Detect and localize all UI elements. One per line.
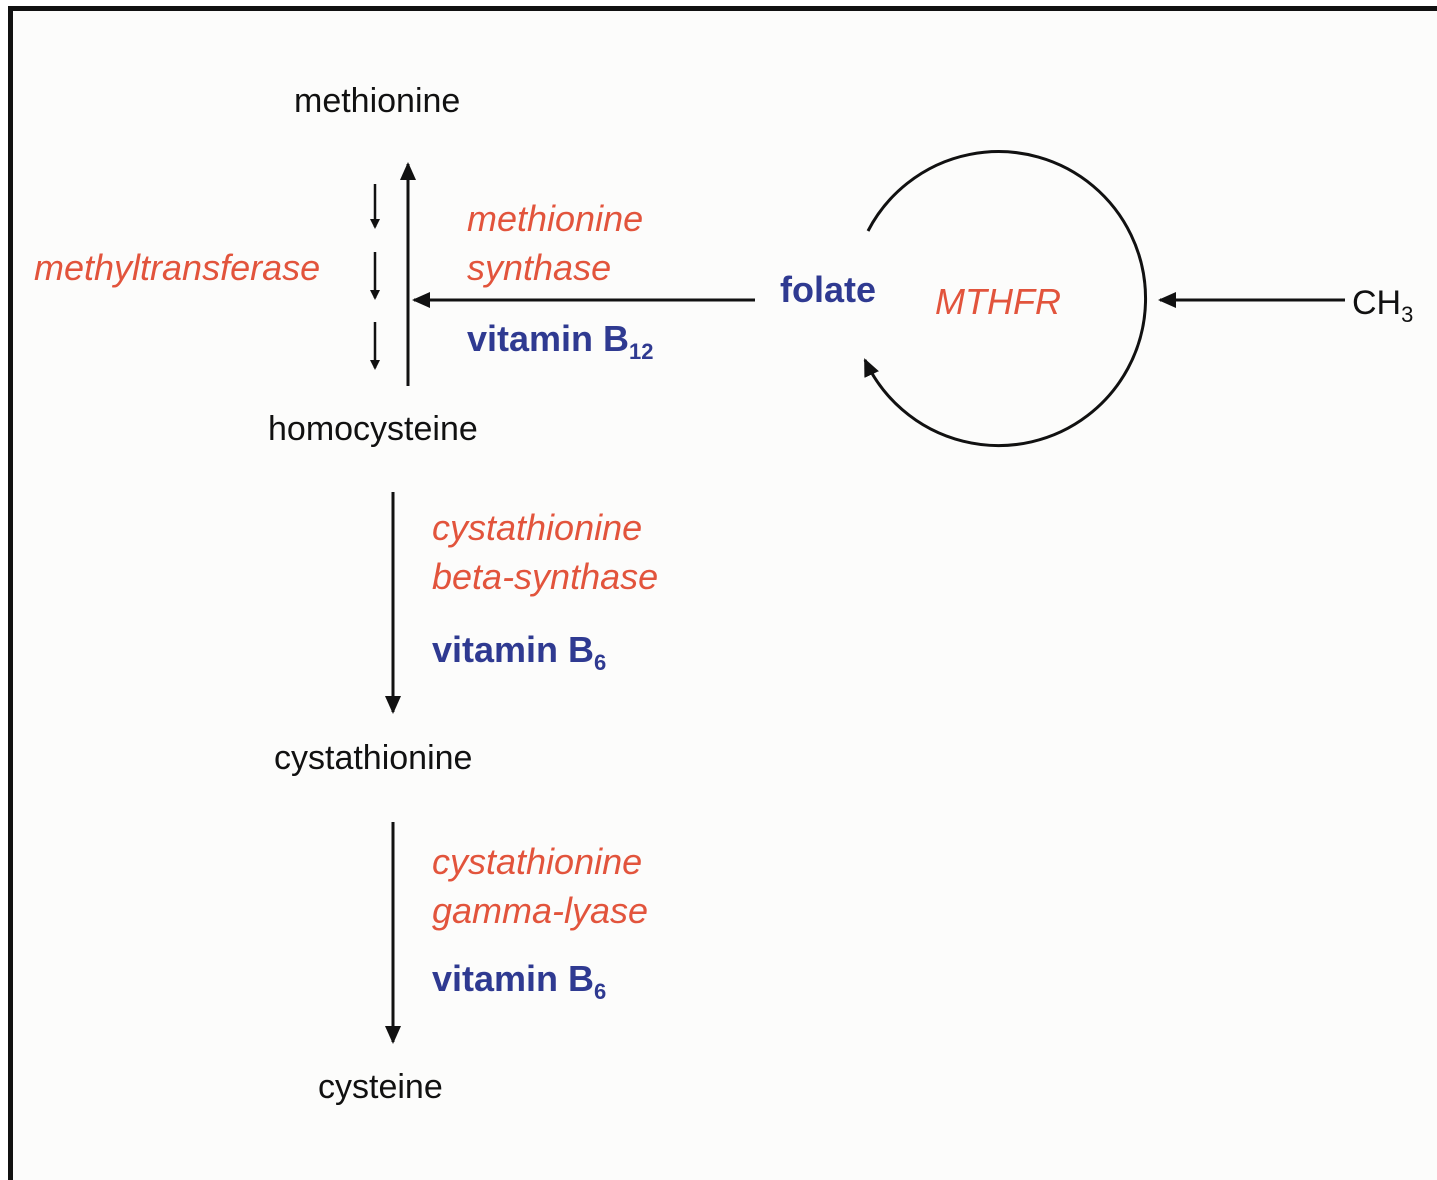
- vitamin-b6-cbs-label: vitamin B6: [432, 629, 607, 675]
- mthfr-cycle-arc: [863, 150, 1148, 448]
- diagram-frame: [8, 6, 1437, 1180]
- cbs-label-line2: beta-synthase: [432, 556, 659, 597]
- methyl-group-label: CH3: [1352, 284, 1414, 327]
- homocysteine-label: homocysteine: [268, 410, 478, 448]
- cbs-label-line1: cystathionine: [432, 507, 643, 548]
- mthfr-label: MTHFR: [935, 281, 1061, 322]
- cgl-label-line1: cystathionine: [432, 841, 643, 882]
- cgl-label-line2: gamma-lyase: [432, 890, 649, 931]
- cystathionine-label: cystathionine: [274, 739, 473, 777]
- methionine-synthase-label-line2: synthase: [467, 247, 612, 288]
- vitamin-b12-label: vitamin B12: [467, 318, 654, 364]
- folate-label: folate: [780, 269, 877, 310]
- methionine-synthase-label-line1: methionine: [467, 198, 644, 239]
- methionine-label: methionine: [294, 82, 461, 120]
- vitamin-b6-cgl-label: vitamin B6: [432, 958, 607, 1004]
- methyltransferase-label: methyltransferase: [34, 247, 321, 288]
- cysteine-label: cysteine: [318, 1068, 443, 1106]
